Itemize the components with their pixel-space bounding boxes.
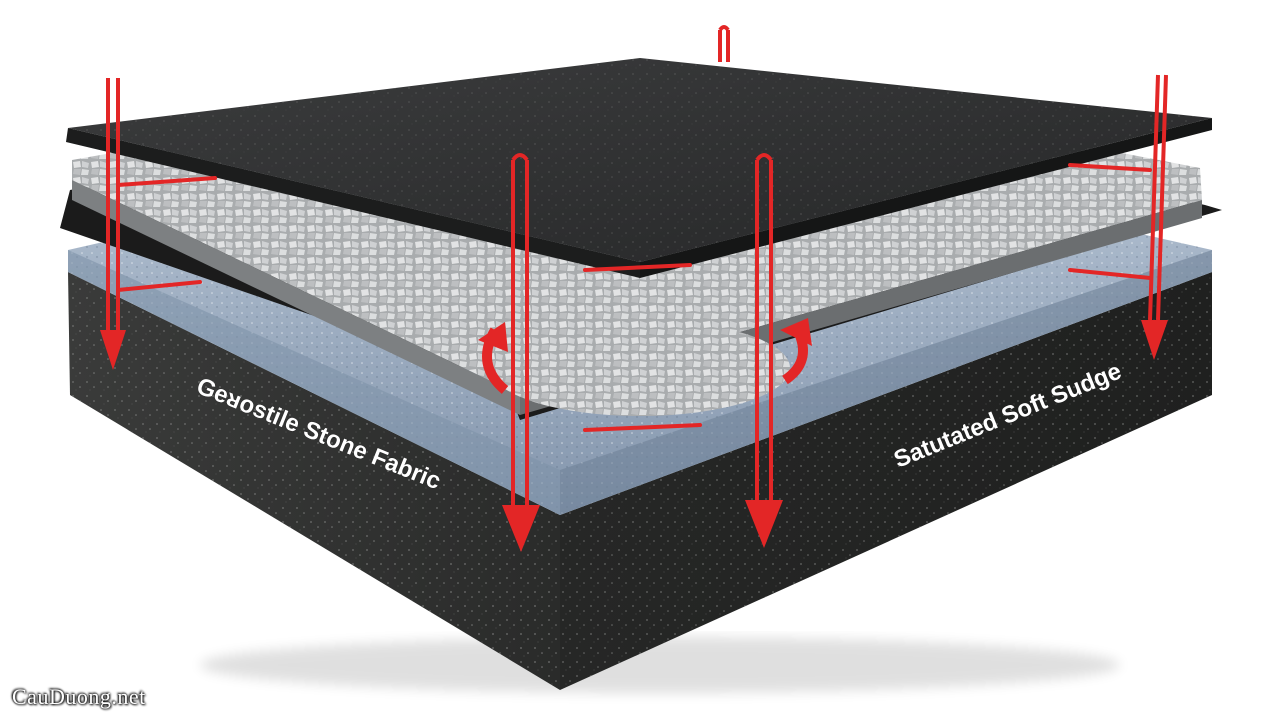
ground-shadow [200, 637, 1120, 693]
down-arrow-icon [502, 153, 540, 552]
site-watermark: CauDuong.net [12, 684, 146, 709]
curved-arrow-icon [780, 318, 812, 385]
curved-arrow-icon [478, 322, 509, 394]
down-arrow-icon [745, 153, 783, 548]
soil-block [68, 272, 1212, 690]
top-hook [718, 25, 730, 62]
arrow-group [116, 163, 1152, 432]
down-arrow-icon [1141, 74, 1168, 360]
stress-bar [116, 163, 1152, 432]
top-slab [66, 58, 1212, 278]
down-arrow-icon [100, 78, 126, 370]
